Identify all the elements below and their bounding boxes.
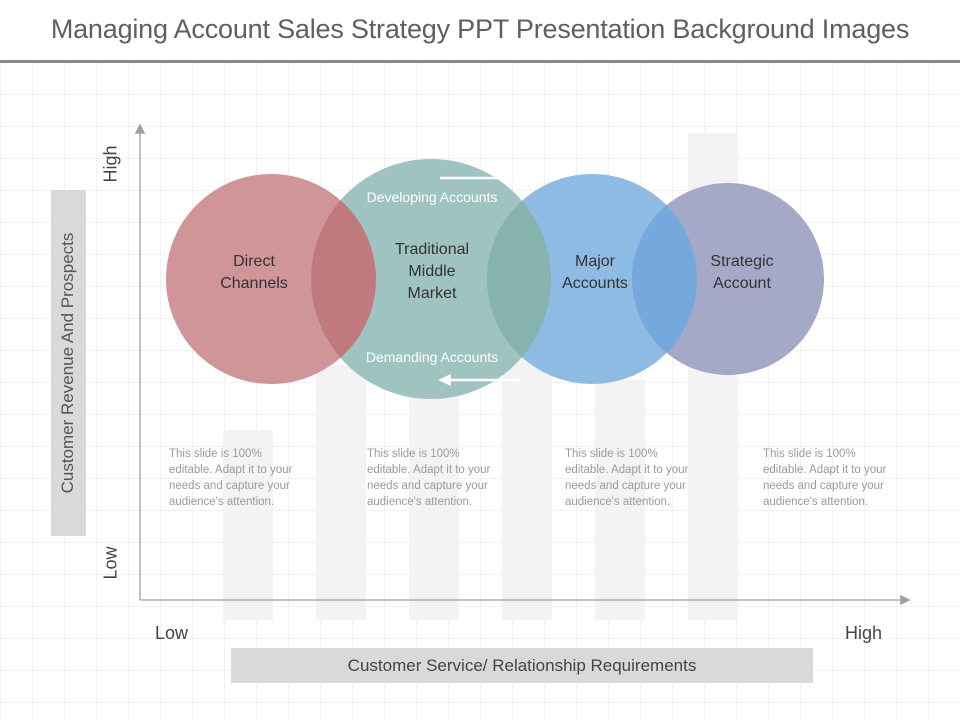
background-bar bbox=[595, 380, 645, 620]
label-developing-accounts: Developing Accounts bbox=[366, 189, 498, 205]
background-bar bbox=[223, 430, 273, 620]
background-bar bbox=[316, 365, 366, 620]
circle-major-accounts bbox=[487, 174, 697, 384]
note-text: This slide is 100% editable. Adapt it to… bbox=[169, 448, 293, 508]
note-text: This slide is 100% editable. Adapt it to… bbox=[367, 448, 491, 508]
page-title: Managing Account Sales Strategy PPT Pres… bbox=[50, 14, 910, 44]
label-major-accounts: Major Accounts bbox=[562, 253, 628, 292]
label-direct-channels: Direct Channels bbox=[220, 253, 288, 292]
note-text: This slide is 100% editable. Adapt it to… bbox=[565, 448, 689, 508]
y-axis-title-panel bbox=[51, 190, 86, 536]
label-strategic-account: Strategic Account bbox=[710, 253, 774, 292]
background-bar bbox=[502, 345, 552, 620]
circle-traditional-middle-market bbox=[311, 159, 551, 399]
demanding-arrow-head bbox=[438, 374, 451, 386]
background-bar bbox=[409, 395, 459, 620]
x-axis-title: Customer Service/ Relationship Requireme… bbox=[347, 655, 697, 675]
x-axis-title-panel: Customer Service/ Relationship Requireme… bbox=[231, 648, 813, 683]
background-bars bbox=[223, 133, 738, 620]
note-text: This slide is 100% editable. Adapt it to… bbox=[763, 448, 887, 508]
label-traditional-middle-market: Traditional Middle Market bbox=[394, 241, 470, 302]
title-divider bbox=[0, 60, 960, 63]
x-axis-high-label: High bbox=[845, 623, 883, 643]
x-axis-low-label: Low bbox=[155, 623, 189, 643]
label-demanding-accounts: Demanding Accounts bbox=[365, 349, 499, 365]
